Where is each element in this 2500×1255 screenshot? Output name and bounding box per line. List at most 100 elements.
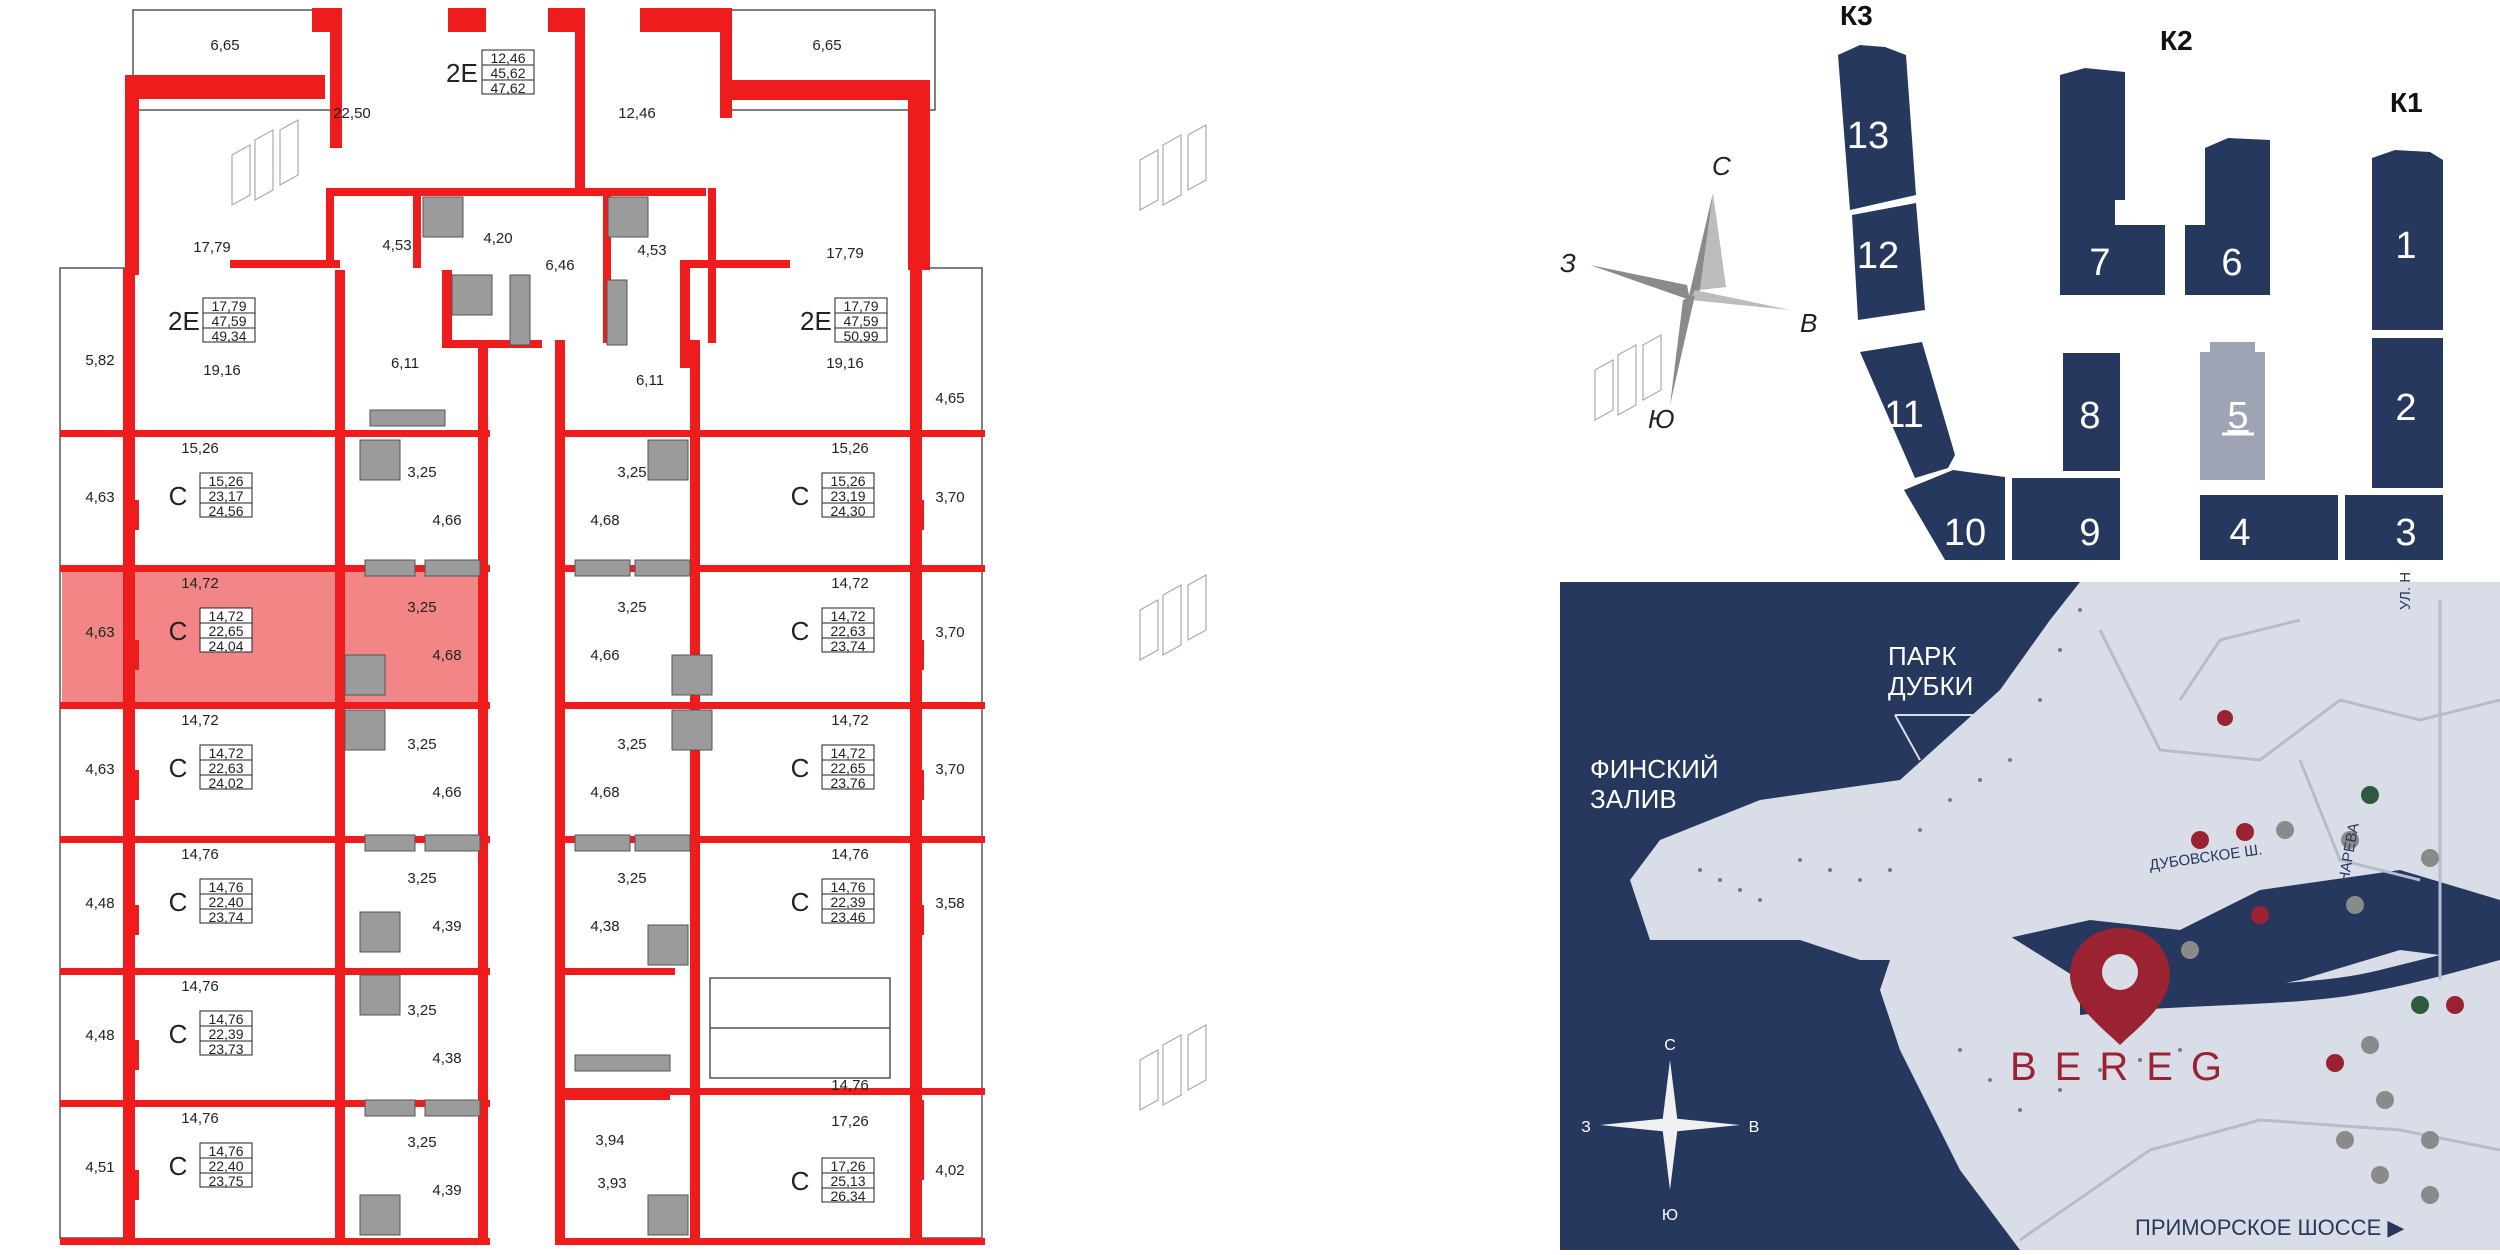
- room-area-label: 19,16: [826, 355, 864, 372]
- room-area-label: 22,50: [333, 105, 371, 122]
- balcony-label: 4,02: [935, 1162, 964, 1179]
- unit-value: 24,30: [830, 503, 865, 519]
- unit-value: 24,02: [208, 775, 243, 791]
- map-compass-south: Ю: [1662, 1207, 1678, 1224]
- room-area-label: 6,11: [391, 355, 419, 372]
- balcony-label: 5,82: [85, 352, 114, 369]
- building-5[interactable]: [2200, 352, 2265, 480]
- unit-value: 14,72: [208, 745, 243, 761]
- balcony-label: 4,48: [85, 1027, 114, 1044]
- building-number: 11: [1884, 394, 1923, 436]
- building-6[interactable]: [2185, 138, 2270, 295]
- compass-north-label: С: [1712, 151, 1731, 181]
- unit-value: 14,76: [208, 1011, 243, 1027]
- building-4[interactable]: [2200, 495, 2338, 560]
- unit-value: 22,63: [208, 760, 243, 776]
- hall-area-label: 4,68: [590, 512, 619, 529]
- unit-value: 23,19: [830, 488, 865, 504]
- building-13[interactable]: [1838, 45, 1916, 210]
- building-9[interactable]: [2012, 478, 2120, 560]
- hall-area-label: 4,66: [432, 512, 461, 529]
- bath-area-label: 3,25: [407, 464, 436, 481]
- room-area-label: 14,76: [831, 1077, 869, 1094]
- selected-building-number: 5: [2227, 395, 2248, 437]
- unit-value: 23,46: [830, 909, 865, 925]
- unit-value: 17,26: [830, 1158, 865, 1174]
- bath-area-label: 3,25: [617, 870, 646, 887]
- queue-label-k1: К1: [2390, 87, 2423, 118]
- hall-area-label: 3,94: [595, 1132, 624, 1149]
- map-compass-north: С: [1664, 1037, 1676, 1054]
- building-2[interactable]: [2372, 338, 2443, 488]
- queue-label-k2: К2: [2160, 25, 2193, 56]
- room-area-label: 14,72: [181, 575, 219, 592]
- balcony-label: 6,65: [210, 37, 239, 54]
- hall-area-label: 4,39: [432, 1182, 461, 1199]
- building-11[interactable]: [1860, 342, 1955, 478]
- unit-info-box: [821, 744, 875, 790]
- building-number: 13: [1847, 115, 1889, 157]
- unit-value: 25,13: [830, 1173, 865, 1189]
- bath-area-label: 3,25: [617, 464, 646, 481]
- unit-value: 23,17: [208, 488, 243, 504]
- unit-value: 14,76: [208, 879, 243, 895]
- building-1[interactable]: [2372, 150, 2443, 330]
- building-10[interactable]: [1904, 470, 2005, 560]
- balcony-label: 3,70: [935, 761, 964, 778]
- unit-value: 47,59: [211, 313, 246, 329]
- unit-type-label: C: [169, 753, 188, 783]
- unit-type-label: C: [169, 887, 188, 917]
- room-area-label: 15,26: [181, 440, 219, 457]
- room-area-label: 14,72: [831, 575, 869, 592]
- room-area-label: 4,53: [382, 237, 411, 254]
- building-number: 9: [2079, 512, 2100, 554]
- room-area-label: 14,76: [831, 846, 869, 863]
- building-3[interactable]: [2345, 495, 2443, 560]
- compass-east-label: В: [1800, 308, 1817, 338]
- hall-area-label: 4,66: [432, 784, 461, 801]
- building-7[interactable]: [2060, 68, 2165, 295]
- building-number: 4: [2229, 512, 2250, 554]
- hall-area-label: 4,38: [432, 1050, 461, 1067]
- room-area-label: 17,26: [831, 1113, 869, 1130]
- map-compass-west: З: [1581, 1119, 1591, 1136]
- balcony-label: 4,63: [85, 489, 114, 506]
- building-12[interactable]: [1852, 203, 1925, 320]
- unit-value: 50,99: [843, 328, 878, 344]
- room-area-label: 14,76: [181, 846, 219, 863]
- queue-label-k3: К3: [1840, 0, 1873, 31]
- unit-info-box: [199, 1010, 253, 1056]
- building-8[interactable]: [2063, 353, 2120, 471]
- hall-area-label: 4,66: [590, 647, 619, 664]
- unit-value: 49,34: [211, 328, 246, 344]
- unit-type-label: C: [791, 481, 810, 511]
- unit-type-label: C: [791, 1166, 810, 1196]
- location-pin-icon: [2070, 928, 2170, 1045]
- unit-value: 15,26: [208, 473, 243, 489]
- room-area-label: 19,16: [203, 362, 241, 379]
- unit-type-label: C: [791, 887, 810, 917]
- unit-value: 47,62: [490, 80, 525, 96]
- map-compass-east: В: [1749, 1119, 1760, 1136]
- balcony-label: 4,63: [85, 761, 114, 778]
- unit-info-box: [821, 878, 875, 924]
- balcony-label: 3,70: [935, 624, 964, 641]
- hall-area-label: 4,38: [590, 918, 619, 935]
- balcony-label: 6,65: [812, 37, 841, 54]
- unit-info-box: [821, 1157, 875, 1203]
- unit-info-box: [199, 1142, 253, 1188]
- room-area-label: 15,26: [831, 440, 869, 457]
- floor-plan: С З В Ю 6,65 6,65 22,50 12,46 4,53 4,53 …: [59, 8, 1817, 1245]
- bath-area-label: 3,25: [617, 736, 646, 753]
- unit-value: 22,40: [208, 1158, 243, 1174]
- balcony-label: 4,48: [85, 895, 114, 912]
- bath-area-label: 3,25: [407, 1134, 436, 1151]
- unit-value: 12,46: [490, 50, 525, 66]
- unit-info-box: [199, 744, 253, 790]
- balcony-label: 4,63: [85, 624, 114, 641]
- unit-value: 14,72: [830, 608, 865, 624]
- room-area-label: 14,76: [181, 1110, 219, 1127]
